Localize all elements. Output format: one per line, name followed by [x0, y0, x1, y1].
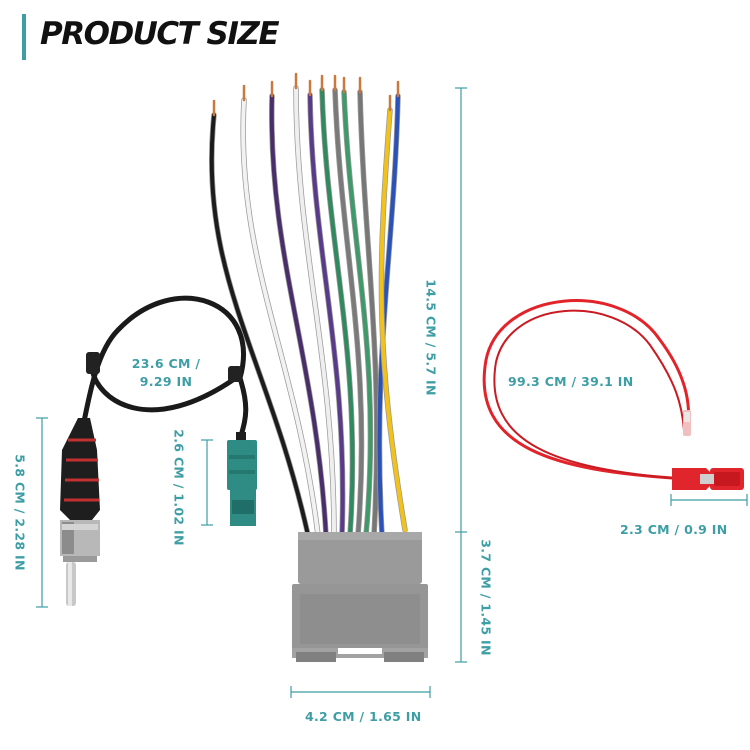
- harness-wire: [342, 90, 373, 537]
- red-wire: [482, 299, 691, 480]
- fakra-connector: [227, 432, 257, 526]
- harness-wire: [358, 90, 379, 537]
- harness-wires: [208, 72, 408, 538]
- antenna-plug: [60, 418, 100, 606]
- harness-wire: [377, 94, 400, 537]
- antenna-cable-length-label: 23.6 CM / 9.29 IN: [128, 355, 204, 391]
- harness-wire: [379, 108, 407, 532]
- red-wire-assembly: [482, 299, 691, 480]
- connector-width-label: 4.2 CM / 1.65 IN: [305, 709, 422, 724]
- antenna-cable: [79, 295, 246, 435]
- harness-wire: [333, 88, 364, 537]
- harness-wire: [294, 86, 336, 537]
- harness-length-label: 14.5 CM / 5.7 IN: [423, 279, 439, 396]
- cable-tie: [86, 352, 100, 374]
- fakra-height-label: 2.6 CM / 1.02 IN: [171, 429, 187, 546]
- cable-tie: [228, 366, 242, 382]
- dimension-lines: [36, 87, 748, 698]
- red-connector-length-label: 2.3 CM / 0.9 IN: [620, 522, 728, 537]
- antenna-plug-height-label: 5.8 CM / 2.28 IN: [12, 454, 28, 571]
- harness-wire: [209, 113, 310, 537]
- label-line: 9.29 IN: [139, 374, 193, 389]
- harness-wire: [320, 88, 355, 537]
- gray-connector: [292, 532, 428, 662]
- harness-wire: [241, 98, 320, 537]
- harness-wire: [308, 93, 345, 537]
- title-accent-bar: [22, 14, 26, 60]
- connector-height-label: 3.7 CM / 1.45 IN: [478, 539, 494, 656]
- label-line: 23.6 CM /: [131, 356, 201, 371]
- red-wire-length-label: 99.3 CM / 39.1 IN: [508, 374, 634, 389]
- page-title: PRODUCT SIZE: [40, 16, 280, 52]
- harness-wire: [269, 94, 328, 537]
- red-spade-connector: [672, 468, 744, 490]
